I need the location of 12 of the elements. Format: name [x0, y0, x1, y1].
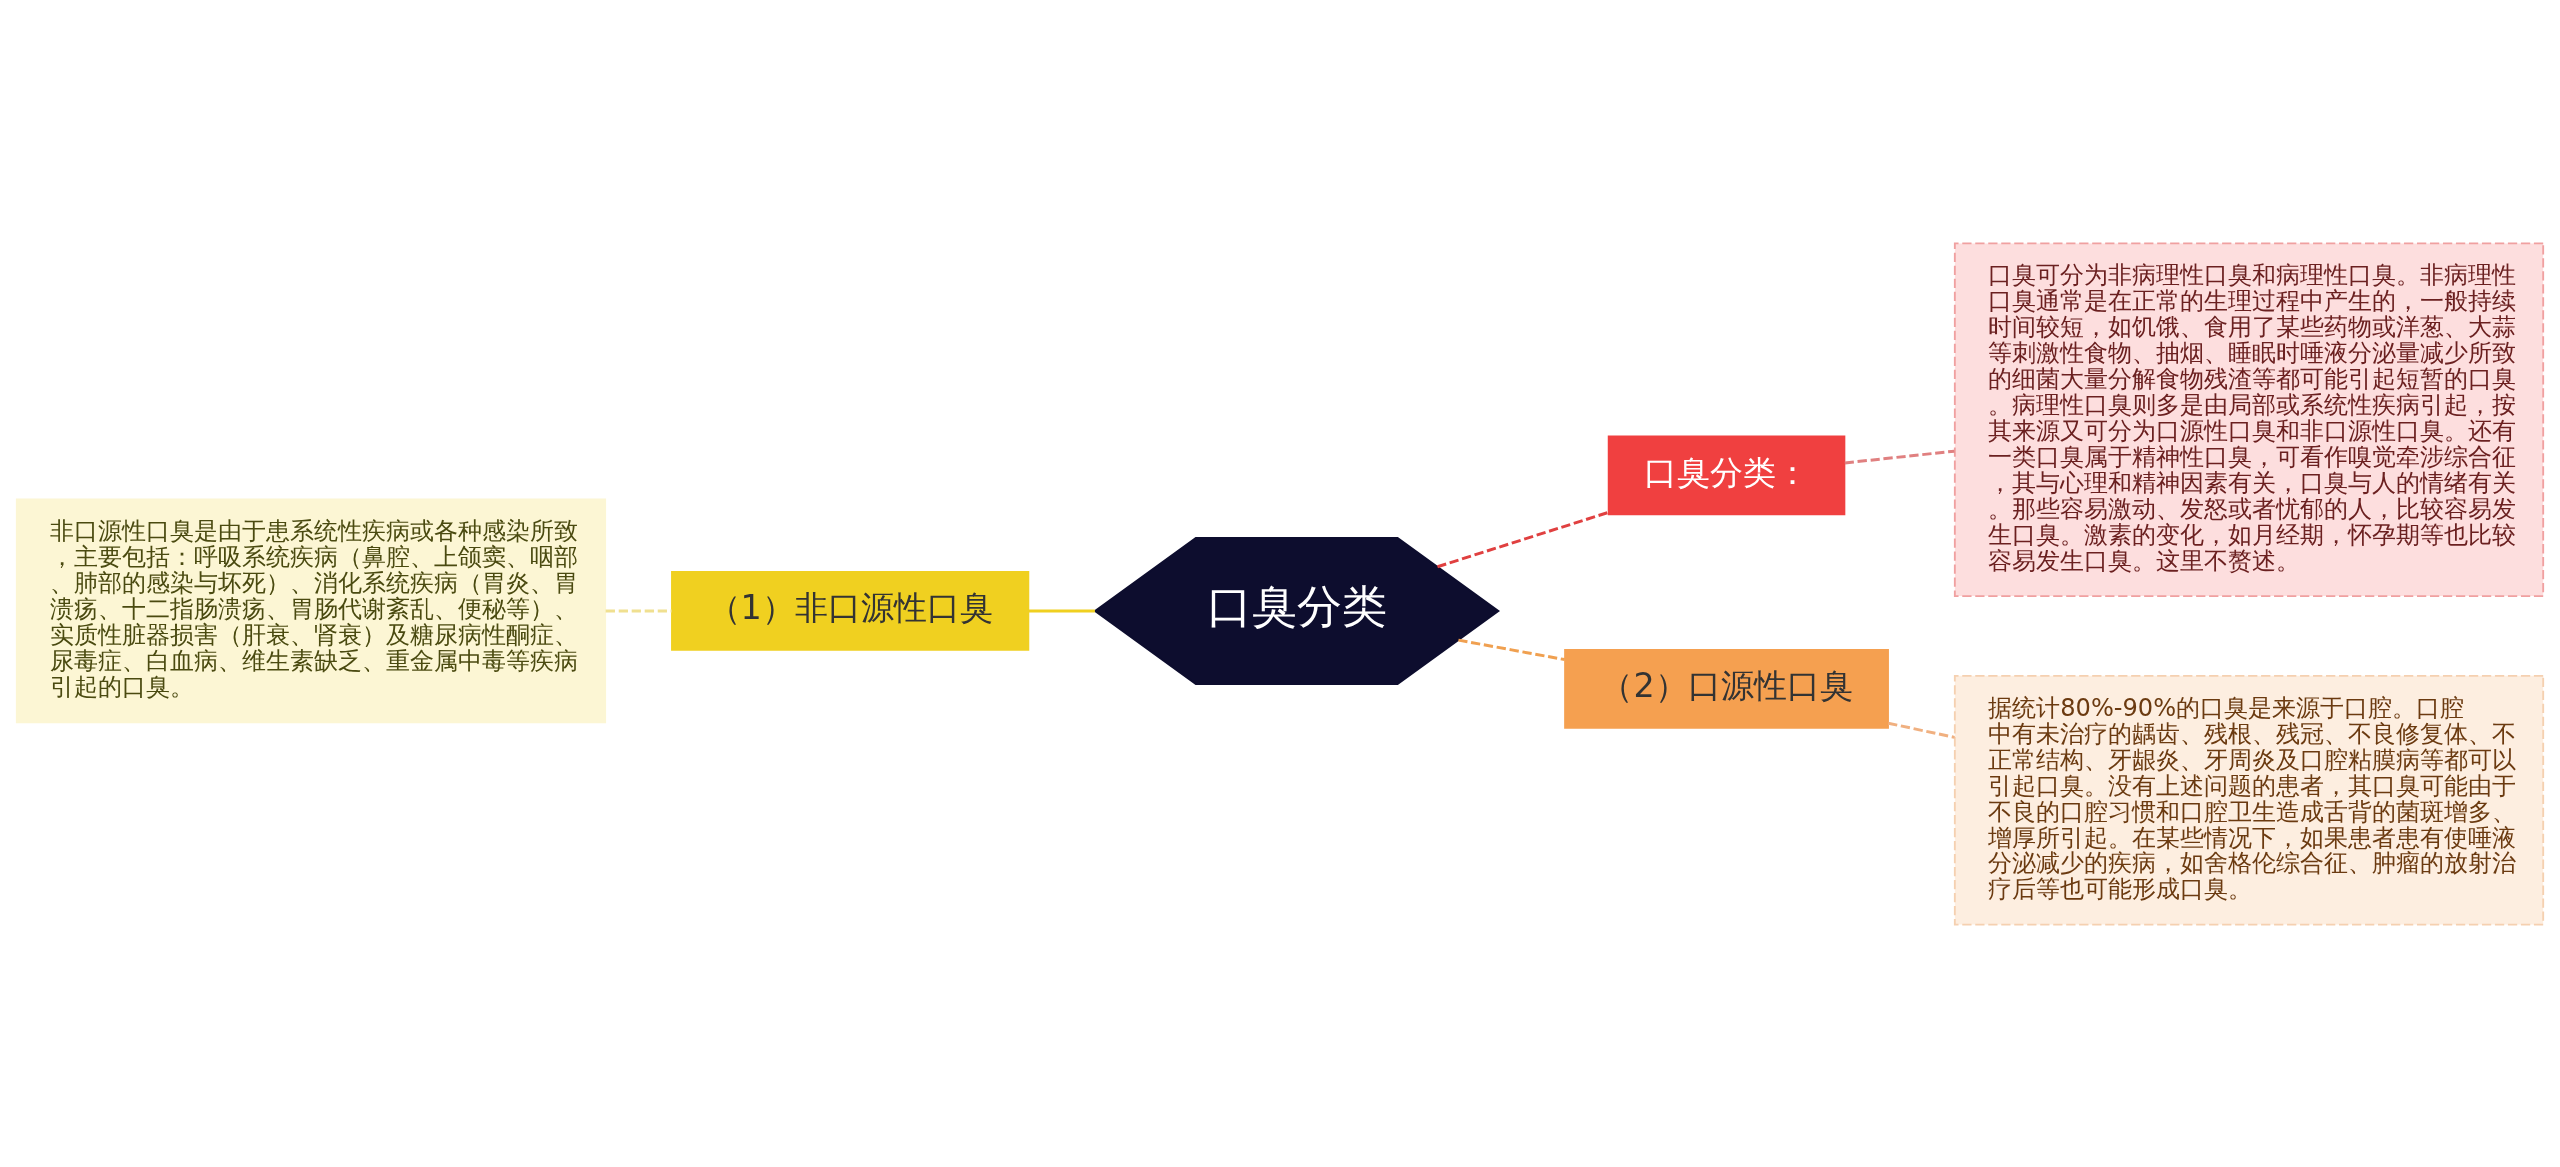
node-box: 口臭分类： — [1607, 435, 1846, 515]
connector — [605, 608, 672, 612]
node-box: 非口源性口臭是由于患系统性疾病或各种感染所致，主要包括：呼吸系统疾病（鼻腔、上颌窦、咽部、肺部的感染与坏死）、消化系统疾病（胃炎、胃溃疡、十二指肠溃疡、胃肠代谢紊乱、便秘等）、实质性脏器损害（肝衰、肾衰）及糖尿病性酮症、尿毒症、白血病、维生素缺乏、重金属中毒等疾病引起的口臭。 — [15, 498, 607, 723]
node-box: 据统计80%-90%的口臭是来源于口腔。口腔中有未治疗的龋齿、残根、残冠、不良修复体、不正常结构、牙龈炎、牙周炎及口腔粘膜病等都可以引起口臭。没有上述问题的患者，其口臭可能由于不良的口腔习惯和口腔卫生造成舌背的菌斑增多、增厚所引起。在某些情况下，如果患者患有使唾液分泌减少的疾病，如舍格伦综合征、肿瘤的放射治疗后等也可能形成口臭。 — [1953, 674, 2545, 925]
node-box: 口臭可分为非病理性口臭和病理性口臭。非病理性口臭通常是在正常的生理过程中产生的，一般持续时间较短，如饥饿、食用了某些药物或洋葱、大蒜等刺激性食物、抽烟、睡眠时唾液分泌量减少所致的细菌大量分解食物残渣等都可能引起短暂的口臭。病理性口臭则多是由局部或系统性疾病引起，按其来源又可分为口源性口臭和非口源性口臭。还有一类口臭属于精神性口臭，可看作嗅觉牵涉综合征，其与心理和精神因素有关，口臭与人的情绪有关。那些容易激动、发怒或者忧郁的人，比较容易发生口臭。激素的变化，如月经期，怀孕期等也比较容易发生口臭。这里不赘述。 — [1953, 242, 2545, 597]
connector — [1437, 510, 1609, 568]
node-box: （2）口源性口臭 — [1564, 648, 1889, 729]
connector — [1844, 449, 1955, 464]
connector — [1887, 721, 1955, 739]
node-box: （1）非口源性口臭 — [671, 570, 1030, 651]
connector — [1028, 608, 1095, 612]
connector — [1458, 638, 1565, 661]
